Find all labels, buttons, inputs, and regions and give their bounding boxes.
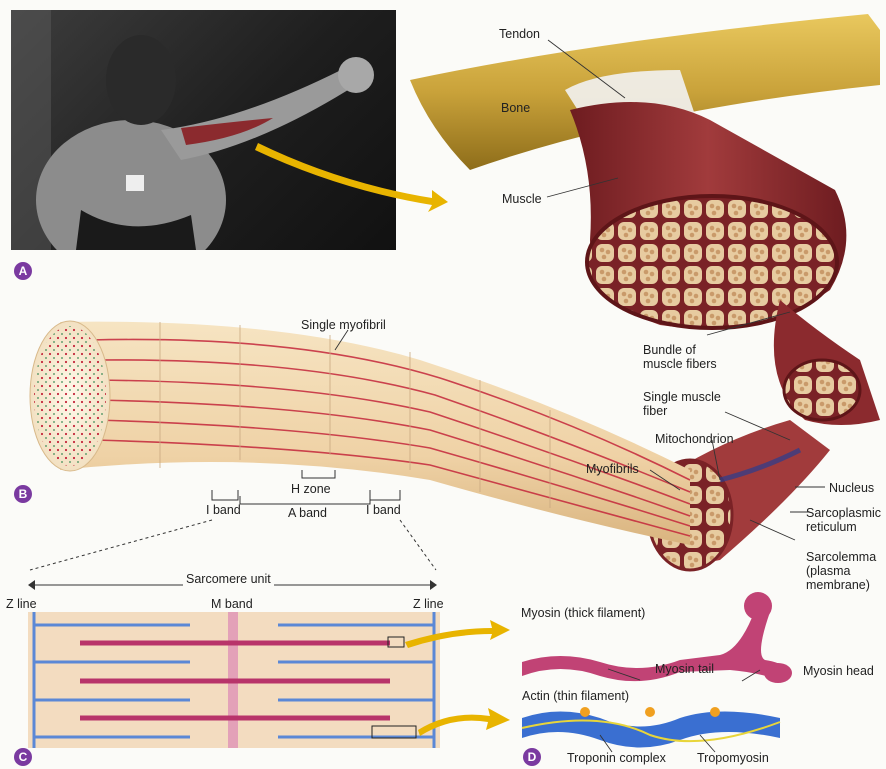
actin-molecule [522, 707, 780, 748]
troponin-complex-label: Troponin complex [567, 751, 666, 765]
m-band-label: M band [211, 597, 253, 611]
sarcomere-unit-label: Sarcomere unit [183, 572, 274, 586]
panel-a-badge: A [14, 262, 32, 280]
single-muscle-fiber-label: Single muscle fiber [643, 390, 728, 418]
sarcolemma-label: Sarcolemma (plasma membrane) [806, 550, 886, 592]
mitochondrion-label: Mitochondrion [655, 432, 734, 446]
tropomyosin-label: Tropomyosin [697, 751, 769, 765]
muscle-label: Muscle [502, 192, 542, 206]
myosin-tail-label: Myosin tail [655, 662, 714, 676]
bundle-of-muscle-fibers-label: Bundle of muscle fibers [643, 343, 728, 371]
z-line-right-label: Z line [413, 597, 444, 611]
nucleus-label: Nucleus [829, 481, 874, 495]
panel-b-badge: B [14, 485, 32, 503]
tendon-label: Tendon [499, 27, 540, 41]
single-myofibril-label: Single myofibril [301, 318, 386, 332]
actin-label: Actin (thin filament) [522, 689, 629, 703]
panel-c-badge: C [14, 748, 32, 766]
myosin-head-label: Myosin head [803, 664, 874, 678]
z-line-left-label: Z line [6, 597, 37, 611]
myosin-label: Myosin (thick filament) [521, 606, 645, 620]
sarcoplasmic-reticulum-label: Sarcoplasmic reticulum [806, 506, 884, 534]
panel-d-badge: D [523, 748, 541, 766]
i-band-right-label: I band [366, 503, 401, 517]
muscle-cross-section [587, 196, 837, 328]
myofibrils-label: Myofibrils [586, 462, 639, 476]
bone-label: Bone [501, 101, 530, 115]
fiber-bundle-cross-section [784, 360, 860, 420]
h-zone-label: H zone [291, 482, 331, 496]
i-band-left-label: I band [206, 503, 241, 517]
a-band-label: A band [288, 506, 327, 520]
band-brackets [30, 470, 436, 570]
yellow-arrow-icon [255, 143, 448, 212]
